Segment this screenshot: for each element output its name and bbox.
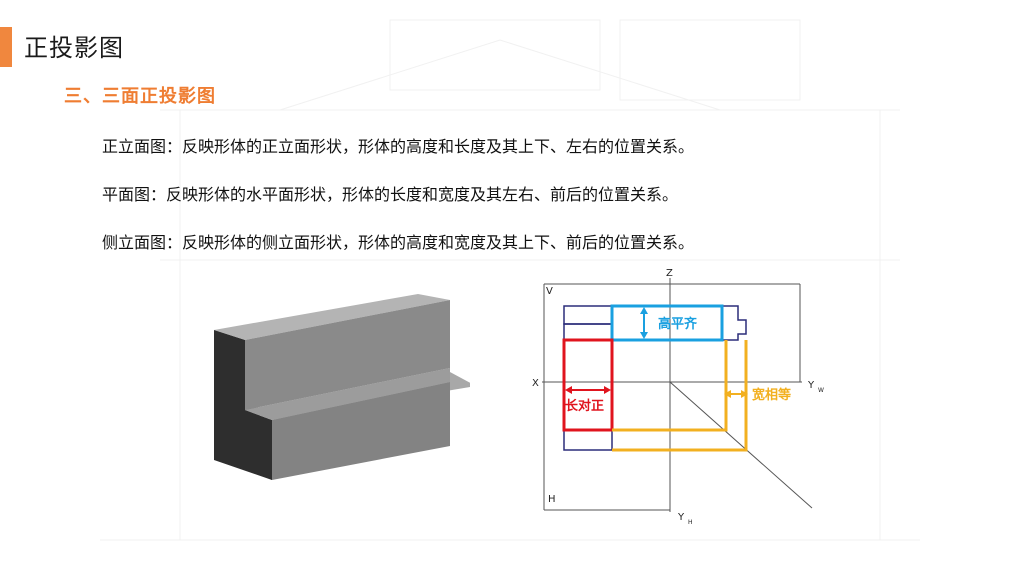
upper-front-face: [245, 300, 450, 410]
annotation-length-align: 长对正: [565, 398, 604, 414]
step-edge: [245, 368, 450, 420]
axis-label-yh: Y: [677, 512, 685, 523]
annotation-width-equal: 宽相等: [751, 387, 791, 403]
axis-label-h: H: [548, 494, 556, 505]
title-accent-bar: [0, 27, 12, 67]
lower-front-face: [272, 382, 450, 480]
stepped-block-3d-illustration: [214, 294, 470, 480]
three-view-projection-diagram: 高平齐 长对正 宽相等 Z V X H Y W Y H: [532, 268, 824, 526]
width-equal-lines: [612, 340, 728, 432]
description-front-view: 正立面图：反映形体的正立面形状，形体的高度和长度及其上下、左右的位置关系。: [102, 137, 695, 156]
axis-label-yw-sub: W: [818, 387, 824, 394]
axis-label-z: Z: [666, 268, 673, 279]
diagonal-45: [669, 381, 813, 509]
left-face-main: [214, 330, 272, 480]
axis-label-x: X: [532, 378, 539, 389]
page-title: 正投影图: [24, 34, 124, 62]
axis-label-yw: Y: [807, 380, 815, 391]
description-plan-view: 平面图：反映形体的水平面形状，形体的长度和宽度及其左右、前后的位置关系。: [102, 185, 679, 204]
axis-label-v: V: [546, 286, 553, 297]
section-heading: 三、三面正投影图: [64, 86, 216, 107]
height-equal-box: [610, 304, 724, 342]
upper-top-face: [214, 294, 450, 340]
length-align-box: [562, 338, 614, 432]
annotation-height-equal: 高平齐: [658, 316, 698, 332]
axis-label-yh-sub: H: [688, 519, 693, 526]
description-side-view: 侧立面图：反映形体的侧立面形状，形体的高度和宽度及其上下、前后的位置关系。: [102, 233, 695, 252]
